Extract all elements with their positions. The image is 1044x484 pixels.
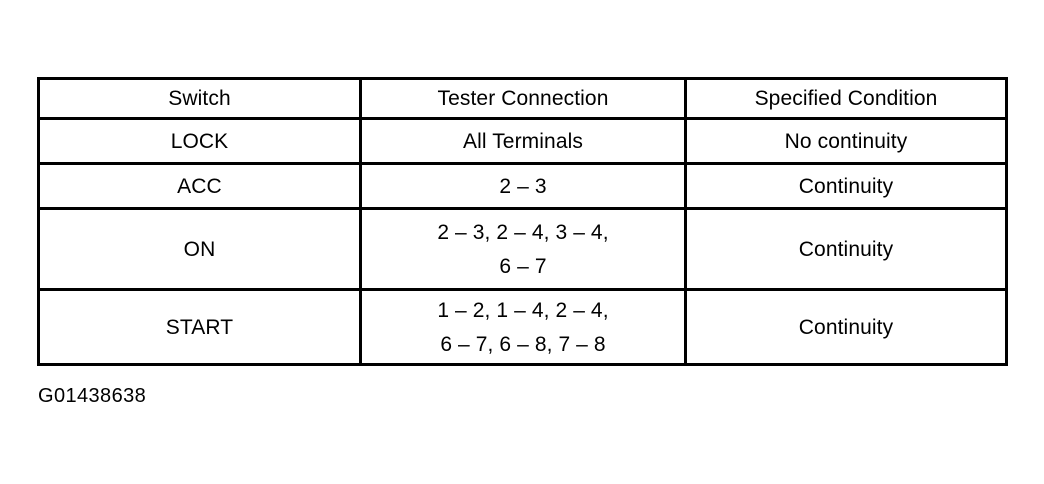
cell-line-group: 1 – 2, 1 – 4, 2 – 4, 6 – 7, 6 – 8, 7 – 8 (366, 300, 680, 355)
cell-tester-lock: All Terminals (359, 117, 687, 165)
cell-tester-start: 1 – 2, 1 – 4, 2 – 4, 6 – 7, 6 – 8, 7 – 8 (359, 288, 687, 366)
table-row: ACC 2 – 3 Continuity (37, 162, 1008, 210)
cell-line: 6 – 7 (499, 254, 547, 278)
cell-line: 2 – 3 (499, 174, 547, 198)
cell-tester-acc: 2 – 3 (359, 162, 687, 210)
cell-line-group: All Terminals (366, 131, 680, 152)
cell-condition-acc: Continuity (684, 162, 1008, 210)
cell-line-group: 2 – 3, 2 – 4, 3 – 4, 6 – 7 (366, 222, 680, 277)
column-header-condition: Specified Condition (684, 77, 1008, 120)
cell-line: 2 – 3, 2 – 4, 3 – 4, (437, 220, 609, 244)
table-header-row: Switch Tester Connection Specified Condi… (37, 77, 1008, 120)
table-row: LOCK All Terminals No continuity (37, 117, 1008, 165)
switch-continuity-table: Switch Tester Connection Specified Condi… (37, 77, 1008, 366)
cell-condition-on: Continuity (684, 207, 1008, 291)
cell-line: All Terminals (463, 129, 583, 153)
figure-caption: G01438638 (38, 385, 147, 407)
cell-line: 1 – 2, 1 – 4, 2 – 4, (437, 298, 609, 322)
cell-line-group: 2 – 3 (366, 176, 680, 197)
cell-line: 6 – 7, 6 – 8, 7 – 8 (440, 332, 606, 356)
table-row: ON 2 – 3, 2 – 4, 3 – 4, 6 – 7 Continuity (37, 207, 1008, 291)
cell-switch-acc: ACC (37, 162, 362, 210)
column-header-tester: Tester Connection (359, 77, 687, 120)
column-header-switch: Switch (37, 77, 362, 120)
cell-condition-start: Continuity (684, 288, 1008, 366)
cell-condition-lock: No continuity (684, 117, 1008, 165)
cell-switch-start: START (37, 288, 362, 366)
cell-tester-on: 2 – 3, 2 – 4, 3 – 4, 6 – 7 (359, 207, 687, 291)
cell-switch-on: ON (37, 207, 362, 291)
cell-switch-lock: LOCK (37, 117, 362, 165)
table-row: START 1 – 2, 1 – 4, 2 – 4, 6 – 7, 6 – 8,… (37, 288, 1008, 366)
